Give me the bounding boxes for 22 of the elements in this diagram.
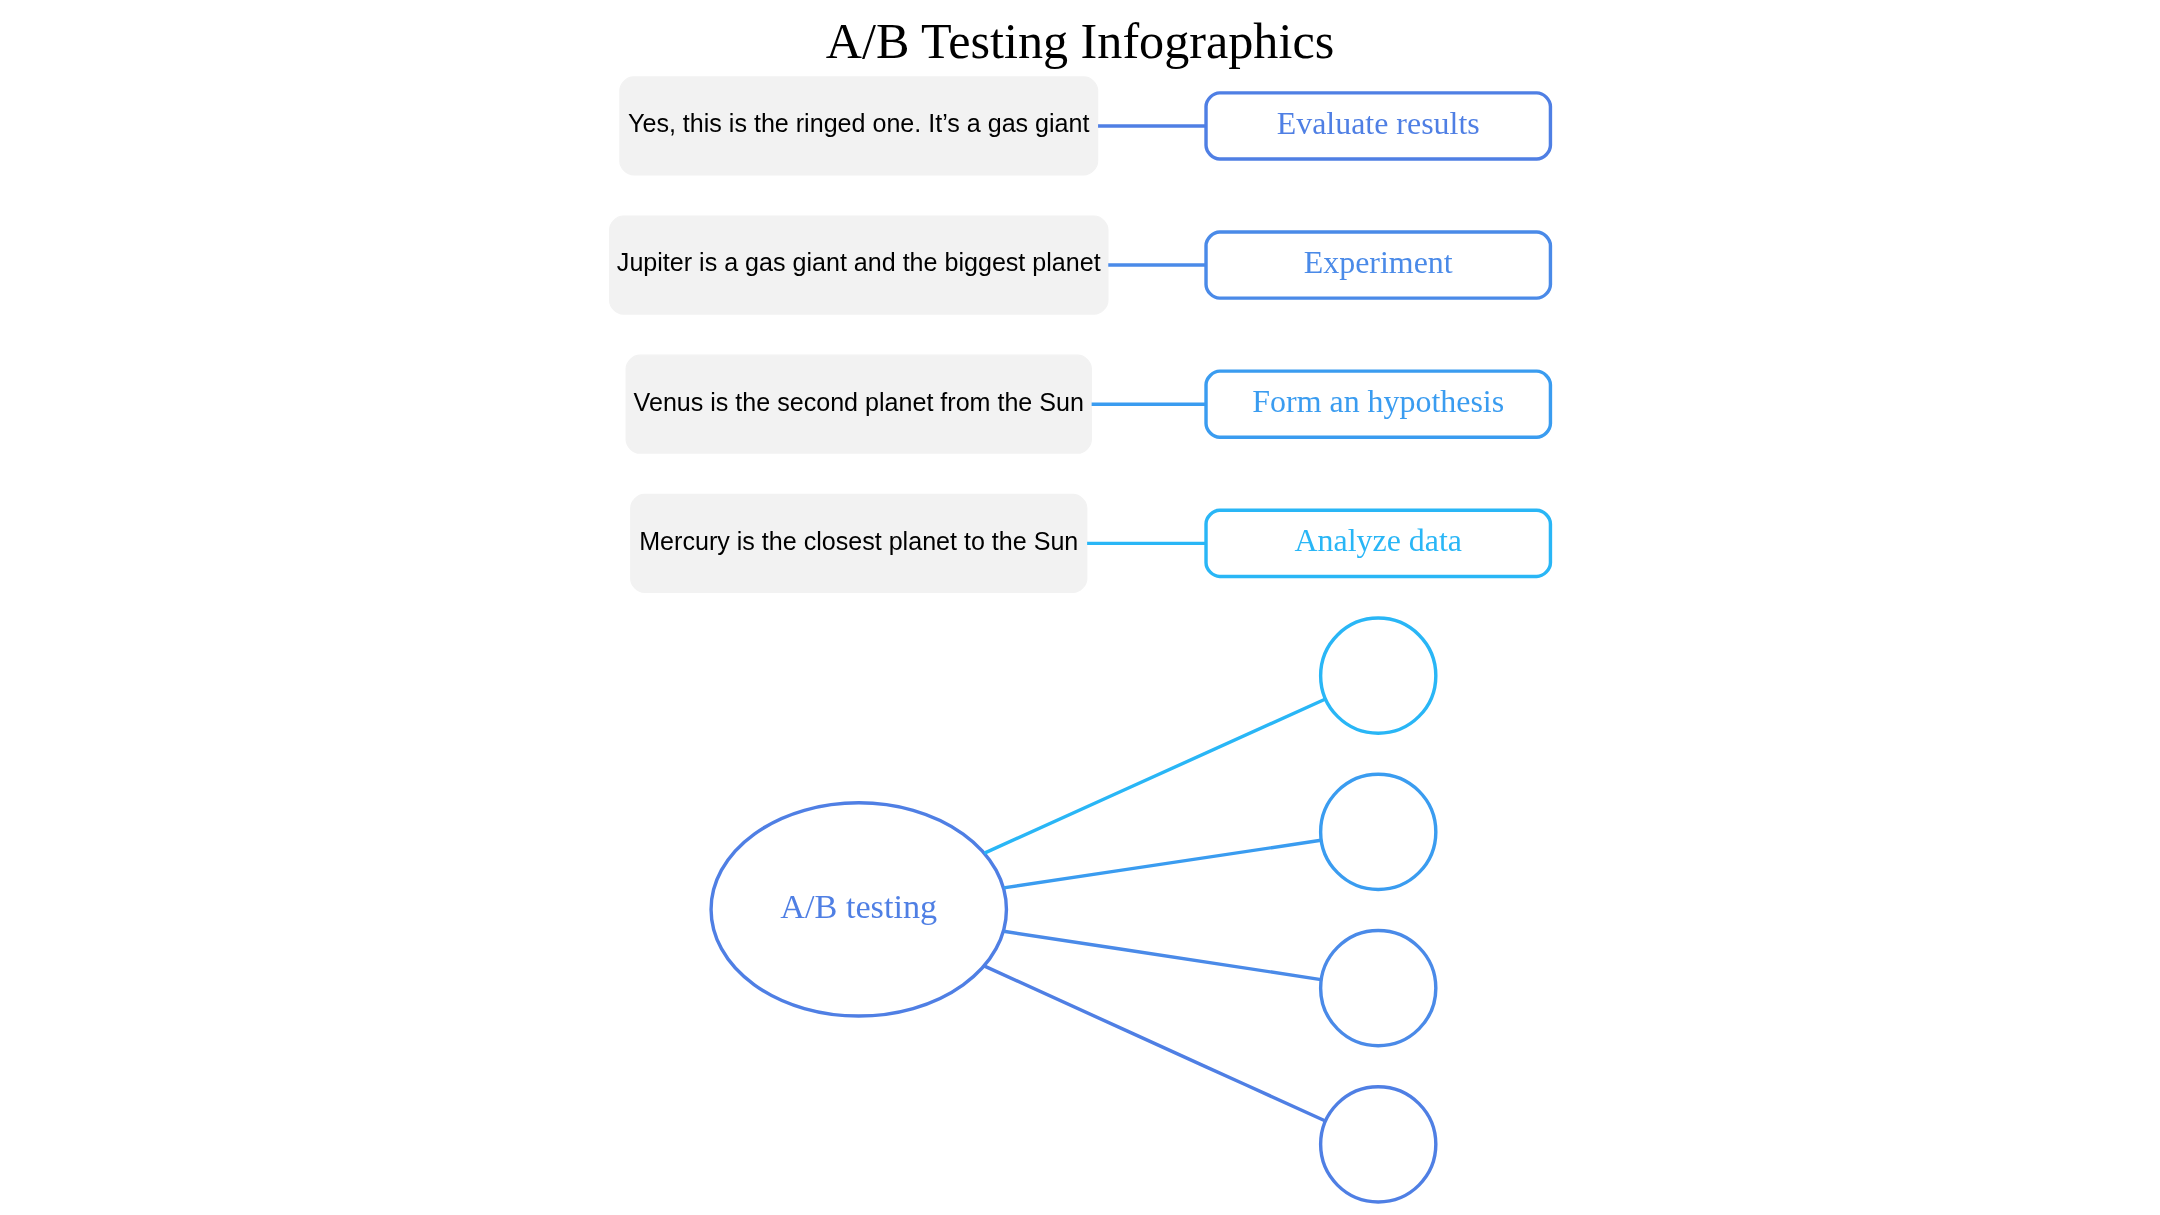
node-box: Mercury is the closest planet to the Sun	[630, 493, 1088, 593]
node-box: Analyze data	[1204, 508, 1553, 579]
connector	[1091, 402, 1206, 406]
connector	[1003, 929, 1322, 982]
node-circle	[1318, 1085, 1438, 1204]
connector	[1098, 124, 1206, 128]
connector	[983, 964, 1327, 1123]
node-circle	[1318, 928, 1438, 1048]
diagram-title: A/B Testing Infographics	[825, 12, 1335, 69]
node-box: Experiment	[1204, 230, 1553, 300]
node-box: Venus is the second planet from the Sun	[625, 354, 1092, 454]
connector	[1087, 541, 1206, 546]
connector	[1003, 838, 1322, 890]
connector	[983, 697, 1327, 855]
node-circle	[1318, 616, 1438, 735]
node-circle	[1318, 772, 1438, 892]
connector	[1108, 263, 1206, 267]
node-box: Evaluate results	[1204, 91, 1553, 161]
node-ellipse: A/B testing	[709, 801, 1009, 1018]
node-box: Jupiter is a gas giant and the biggest planet	[609, 215, 1109, 315]
node-box: Yes, this is the ringed one. It’s a gas giant	[619, 76, 1099, 176]
node-box: Form an hypothesis	[1204, 369, 1553, 439]
